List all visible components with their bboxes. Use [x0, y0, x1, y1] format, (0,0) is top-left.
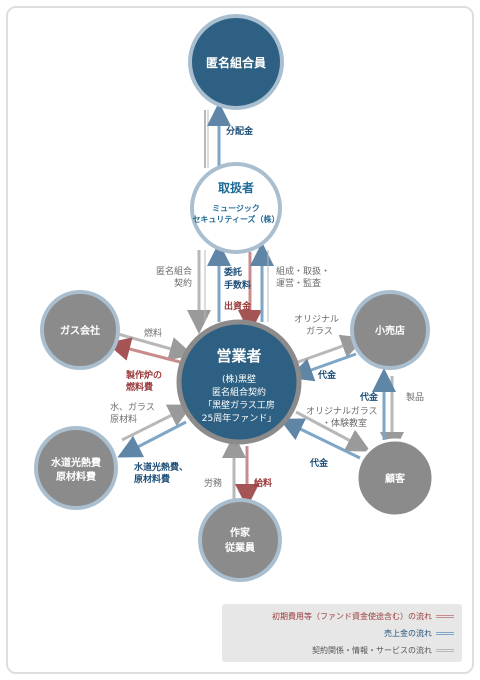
legend-sales-swatch: [436, 632, 454, 635]
node-utility: 水道光熱費 原材料費: [34, 426, 118, 510]
link-handler-operator: [187, 242, 274, 334]
label-contract-2: 契約: [174, 277, 192, 289]
label-distribution: 分配金: [226, 125, 254, 137]
node-handler: 取扱者 ミュージック セキュリティーズ（株）: [190, 162, 282, 254]
node-utility-line2: 原材料費: [56, 470, 96, 483]
label-org-1: 組成・取扱・: [276, 265, 330, 277]
node-artisan-line1: 作家: [230, 526, 251, 539]
node-utility-line1: 水道光熱費: [50, 456, 101, 469]
node-artisan: 作家 従業員: [198, 498, 282, 582]
label-furnace-1: 製作炉の: [125, 369, 162, 381]
label-water-2: 原材料: [110, 413, 137, 425]
flow-line-gray: [121, 404, 193, 442]
label-consign-1: 委託: [223, 266, 242, 278]
link-retail-customer: [372, 368, 404, 456]
legend-initial-label: 初期費用等（ファンド資金使途含む）の流れ: [272, 612, 432, 621]
label-contract-1: 匿名組合: [156, 265, 192, 277]
link-gas-operator: [106, 332, 194, 364]
flow-line-red: [106, 337, 181, 364]
link-retail-operator: [288, 334, 366, 382]
label-fuel: 燃料: [144, 327, 162, 339]
node-retail: 小売店: [350, 290, 430, 370]
legend-row-sales: 売上金の流れ: [384, 628, 454, 639]
label-product: 製品: [406, 391, 424, 403]
label-labor: 労務: [204, 477, 222, 489]
node-gas-label: ガス会社: [60, 324, 100, 337]
label-furnace-2: 燃料費: [126, 381, 153, 393]
label-wcost-1: 水道光熱費、: [134, 461, 188, 473]
node-gas: ガス会社: [40, 290, 120, 370]
node-operator-line3: 「黒壁ガラス工房: [203, 399, 275, 411]
legend-initial-swatch: [436, 615, 454, 618]
node-retail-label: 小売店: [374, 324, 405, 337]
node-customer: 顧客: [355, 438, 435, 518]
label-invest: 出資金: [224, 300, 252, 312]
label-price-retail: 代金: [317, 369, 337, 381]
node-operator-title: 営業者: [216, 347, 261, 365]
legend-contract-label: 契約関係・情報・サービスの流れ: [312, 646, 432, 655]
legend: 初期費用等（ファンド資金使途含む）の流れ 売上金の流れ 契約関係・情報・サービス…: [222, 604, 462, 662]
link-operator-artisan: [222, 434, 259, 508]
flow-line-blue: [117, 420, 187, 458]
legend-sales-label: 売上金の流れ: [384, 629, 432, 638]
flow-line-blue: [288, 352, 357, 382]
legend-row-initial: 初期費用等（ファンド資金使途含む）の流れ: [272, 611, 454, 622]
node-operator-line4: 25周年ファンド」: [202, 412, 276, 424]
node-handler-line1: ミュージック: [212, 203, 260, 213]
label-orig-exp-1: オリジナルガラス: [306, 406, 378, 417]
link-utility-operator: [117, 404, 193, 458]
node-operator: 営業者 (株)黒壁 匿名組合契約 「黒壁ガラス工房 25周年ファンド」: [176, 319, 302, 445]
label-price-customer-up: 代金: [359, 391, 379, 403]
node-operator-line1: (株)黒壁: [222, 373, 256, 385]
label-orig-exp-2: ・体験教室: [322, 417, 367, 429]
legend-contract-swatch: [436, 649, 454, 652]
label-price-customer: 代金: [309, 457, 329, 469]
flow-line-blue: [279, 418, 361, 460]
label-consign-2: 手数料: [224, 279, 251, 291]
node-investors-label: 匿名組合員: [206, 55, 266, 70]
label-orig-1: オリジナル: [294, 314, 339, 325]
node-handler-line2: セキュリティーズ（株）: [192, 214, 279, 224]
label-org-2: 運営・監査: [276, 277, 321, 289]
node-customer-label: 顧客: [385, 472, 406, 485]
legend-row-contract: 契約関係・情報・サービスの流れ: [312, 645, 454, 656]
label-orig-2: ガラス: [306, 326, 333, 337]
label-wcost-2: 原材料費: [134, 473, 170, 485]
flow-line-gray: [295, 410, 371, 452]
node-artisan-line2: 従業員: [224, 541, 255, 554]
node-investors: 匿名組合員: [188, 14, 284, 110]
link-operator-customer: [279, 410, 371, 460]
label-water-1: 水、ガラス: [110, 401, 155, 413]
node-handler-title: 取扱者: [218, 180, 254, 195]
label-salary: 給料: [254, 477, 272, 489]
node-operator-line2: 匿名組合契約: [212, 386, 266, 398]
flow-line-gray: [117, 332, 194, 361]
link-investors-handler: [204, 102, 231, 168]
